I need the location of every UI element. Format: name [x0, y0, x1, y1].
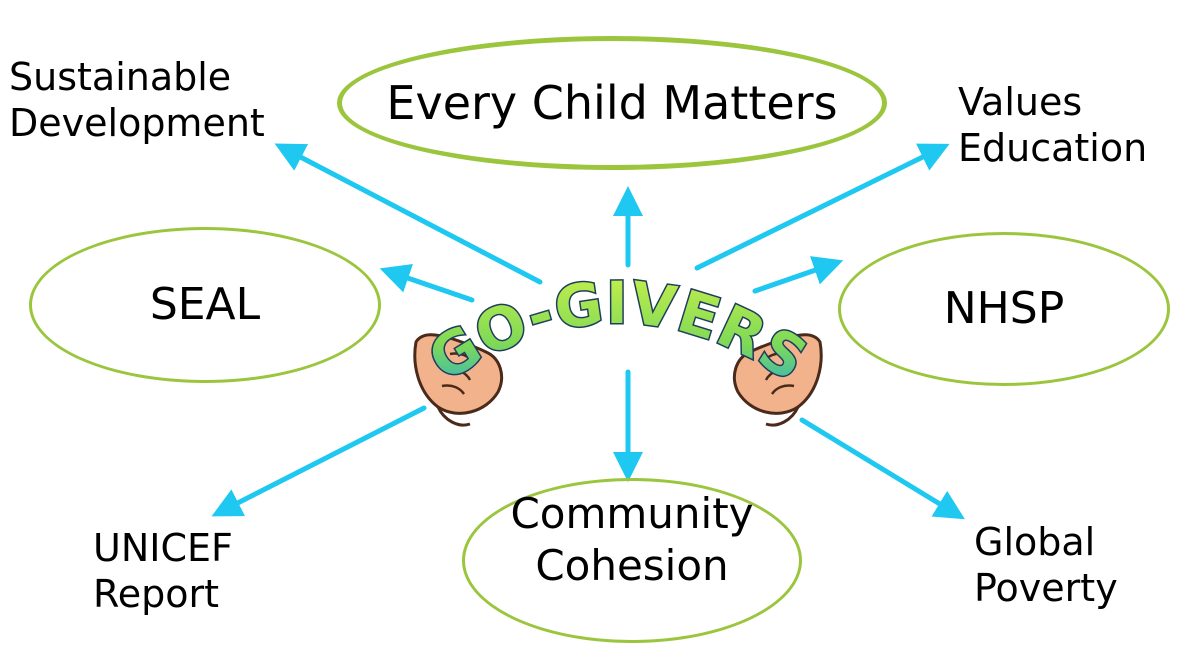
label-global-poverty: Global Poverty	[974, 520, 1118, 611]
arrow-to-sustainable-development	[274, 143, 543, 285]
label-sustainable-development-line-1: Sustainable	[9, 55, 232, 99]
label-unicef-report: UNICEF Report	[93, 526, 233, 617]
logo-text-path: GO-GIVERS	[415, 272, 820, 396]
node-every-child-matters: Every Child Matters	[337, 36, 887, 170]
node-community-cohesion-line-1: Community	[510, 489, 754, 538]
node-seal: SEAL	[29, 227, 381, 383]
arrow-to-unicef-report	[211, 405, 427, 517]
label-values-education-line-1: Values	[958, 80, 1083, 124]
arrow-to-global-poverty	[799, 417, 965, 520]
arrow-to-seal	[379, 263, 475, 303]
node-seal-label: SEAL	[149, 278, 261, 330]
node-community-cohesion-line-2: Cohesion	[535, 541, 729, 591]
right-hand-icon	[733, 333, 823, 427]
node-nhsp: NHSP	[838, 232, 1170, 386]
node-nhsp-label: NHSP	[943, 282, 1065, 334]
logo-text: GO-GIVERS	[417, 272, 820, 394]
label-sustainable-development-line-2: Development	[9, 100, 265, 145]
label-sustainable-development: Sustainable Development	[9, 55, 265, 146]
label-values-education: Values Education	[958, 80, 1147, 171]
node-community-cohesion: Community Cohesion	[462, 478, 802, 643]
label-global-poverty-line-1: Global	[974, 520, 1096, 564]
node-every-child-matters-label: Every Child Matters	[386, 75, 838, 130]
label-global-poverty-line-2: Poverty	[974, 565, 1118, 610]
label-unicef-report-line-1: UNICEF	[93, 526, 233, 570]
left-hand-icon	[413, 333, 503, 427]
label-values-education-line-2: Education	[958, 125, 1148, 170]
label-unicef-report-line-2: Report	[93, 571, 219, 616]
arrow-to-values-education	[694, 143, 950, 271]
arrow-to-nhsp	[752, 256, 844, 294]
go-givers-logo: GO-GIVERS	[413, 272, 823, 427]
